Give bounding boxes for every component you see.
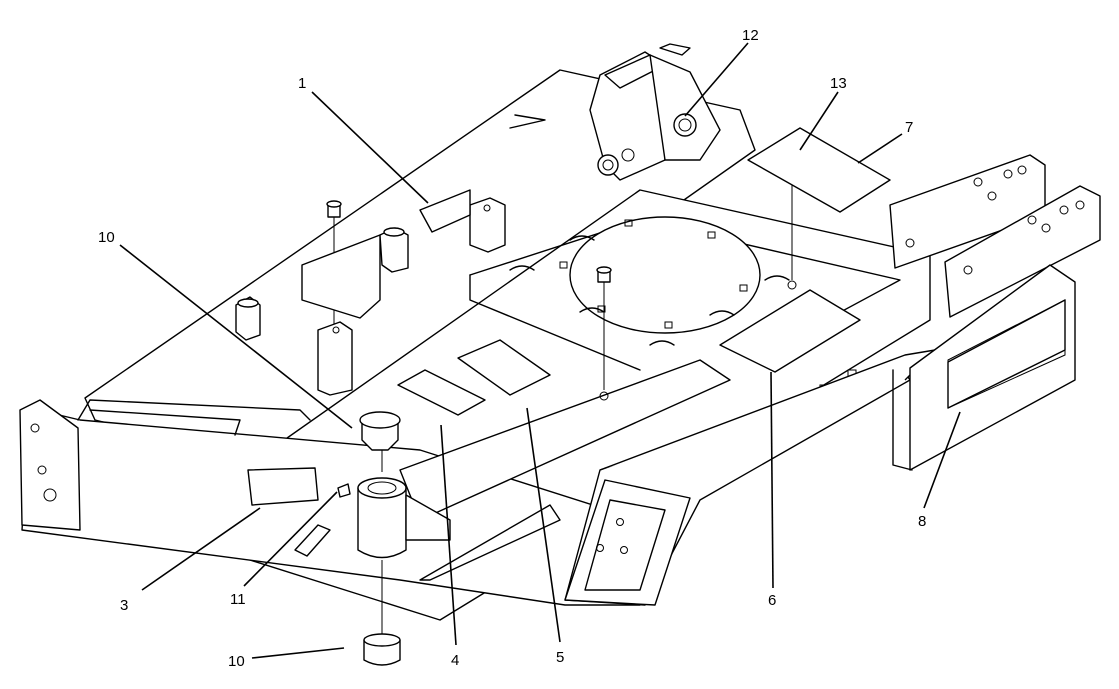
callout-11: 11 — [230, 591, 246, 608]
decal-8 — [947, 299, 1066, 409]
leader-10-lower — [251, 647, 345, 659]
leader-3 — [141, 507, 261, 591]
callout-10-upper: 10 — [98, 229, 115, 246]
pivot-bracket — [589, 43, 721, 181]
decal-3 — [247, 467, 319, 506]
decal-5 — [457, 339, 551, 396]
leader-8 — [923, 411, 961, 509]
leader-lines — [119, 42, 961, 659]
callout-8: 8 — [918, 513, 926, 530]
callout-3: 3 — [120, 597, 128, 614]
callout-6: 6 — [768, 592, 776, 609]
leader-7 — [857, 133, 903, 164]
callout-10-lower: 10 — [228, 653, 245, 670]
decals — [247, 127, 1066, 506]
leader-12 — [684, 42, 749, 117]
leader-6 — [770, 371, 774, 589]
leader-11 — [243, 491, 338, 587]
leader-10-upper — [119, 244, 353, 429]
leader-5 — [526, 407, 561, 643]
leader-1 — [311, 91, 429, 204]
callout-12: 12 — [742, 27, 759, 44]
callout-labels: 1 3 4 5 6 7 8 10 10 11 12 13 — [98, 27, 926, 670]
decal-7 — [747, 127, 891, 213]
decal-1 — [419, 189, 471, 233]
callout-5: 5 — [556, 649, 564, 666]
callout-7: 7 — [905, 119, 913, 136]
leader-13 — [799, 91, 839, 151]
decal-4 — [397, 369, 486, 416]
leader-4 — [440, 424, 457, 646]
decal-6 — [719, 289, 861, 373]
callout-13: 13 — [830, 75, 847, 92]
callout-1: 1 — [298, 75, 306, 92]
callout-4: 4 — [451, 652, 459, 669]
